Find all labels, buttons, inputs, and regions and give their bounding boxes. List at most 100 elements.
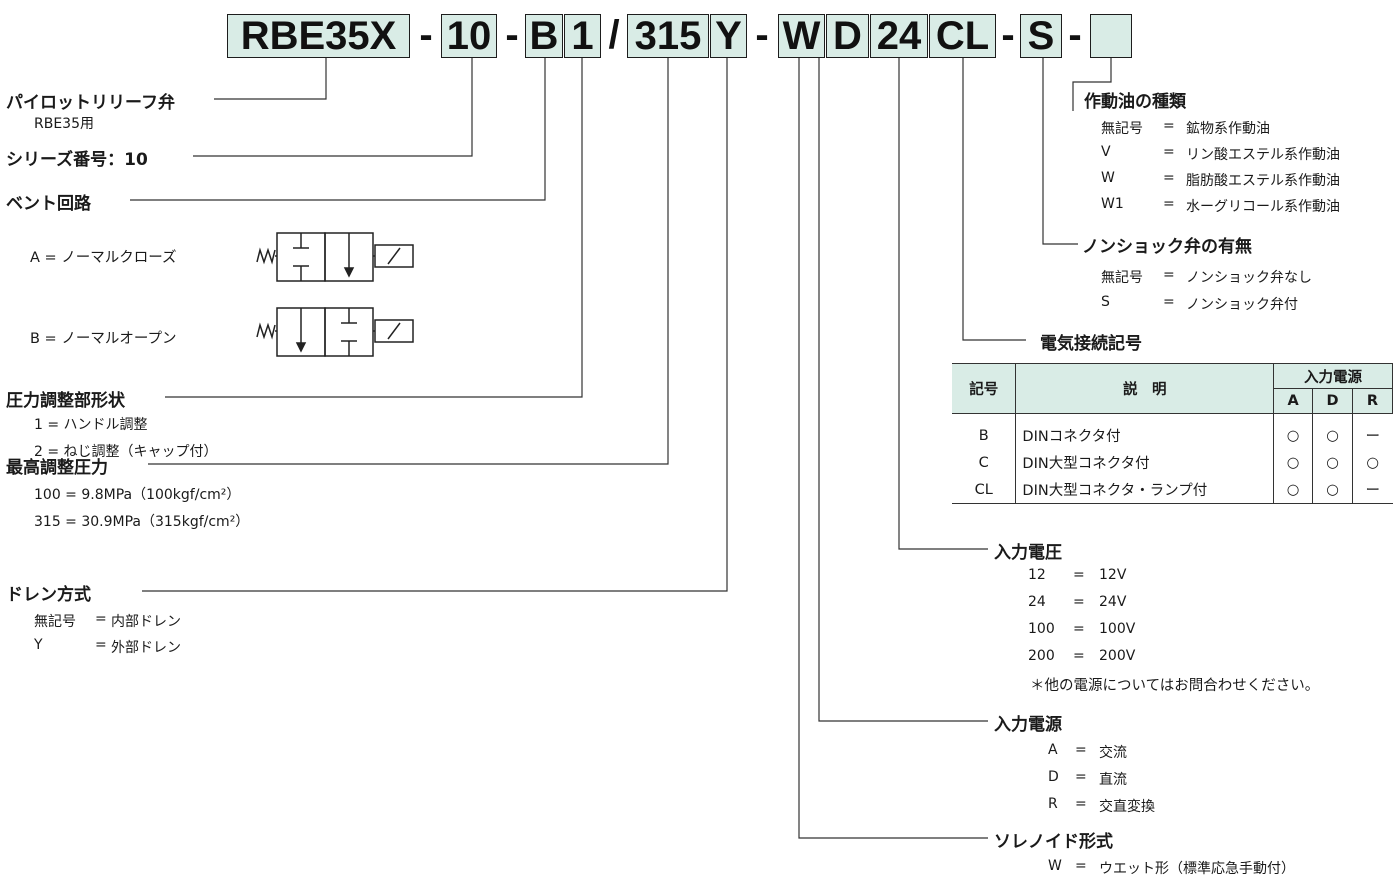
power-eq: = <box>1075 742 1087 758</box>
solenoid-eq: = <box>1075 858 1087 874</box>
electric-row-a: ○ <box>1273 422 1313 449</box>
solenoid-desc: ウエット形（標準応急手動付） <box>1099 861 1295 877</box>
oil-type-title: 作動油の種類 <box>1084 92 1186 112</box>
code-box-voltage: 24 <box>870 14 928 58</box>
voltage-eq: = <box>1073 648 1085 664</box>
leader-drain <box>142 58 728 592</box>
oil-type-eq: = <box>1163 170 1175 186</box>
max-pressure-item: 315 = 30.9MPa（315kgf/cm²） <box>34 514 250 530</box>
power-eq: = <box>1075 796 1087 812</box>
max-pressure-title: 最高調整圧力 <box>6 458 108 478</box>
power-code: R <box>1048 796 1058 812</box>
table-row: CL DIN大型コネクタ・ランプ付 ○ ○ ー <box>952 476 1393 504</box>
code-box-drain: Y <box>710 14 747 58</box>
pilot-relief-title: パイロットリリーフ弁 <box>6 93 175 113</box>
valve-symbol-normally-closed <box>256 232 414 282</box>
code-separator: - <box>1001 13 1015 57</box>
power-desc: 交流 <box>1099 745 1127 761</box>
nonshock-code: S <box>1101 294 1110 310</box>
oil-type-desc: リン酸エステル系作動油 <box>1186 147 1340 163</box>
table-row: B DINコネクタ付 ○ ○ ー <box>952 422 1393 449</box>
leader-pilot-relief <box>214 58 327 100</box>
electric-row-code: B <box>978 427 989 444</box>
leader-electric <box>962 58 1026 341</box>
electric-title: 電気接続記号 <box>1040 334 1142 354</box>
voltage-code: 24 <box>1028 594 1046 610</box>
power-code: D <box>1048 769 1059 785</box>
electric-header-desc: 説 明 <box>1015 363 1275 414</box>
code-box-series: 10 <box>441 14 497 58</box>
vent-option-b: B = ノーマルオープン <box>30 331 177 347</box>
power-title: 入力電源 <box>994 715 1062 735</box>
electric-row-d: ○ <box>1312 422 1353 449</box>
electric-header-power: 入力電源 <box>1273 363 1393 389</box>
voltage-desc: 12V <box>1099 567 1127 583</box>
max-pressure-item: 100 = 9.8MPa（100kgf/cm²） <box>34 487 241 503</box>
voltage-eq: = <box>1073 594 1085 610</box>
voltage-desc: 100V <box>1099 621 1136 637</box>
vent-title: ベント回路 <box>6 194 91 214</box>
oil-type-code: W1 <box>1101 196 1124 212</box>
drain-item-desc: 内部ドレン <box>111 614 181 630</box>
code-box-model: RBE35X <box>227 14 410 58</box>
code-separator: / <box>608 13 620 57</box>
code-box-max-pressure: 315 <box>627 14 709 58</box>
electric-row-desc: DIN大型コネクタ付 <box>1015 449 1274 476</box>
leader-oil-type <box>1072 58 1112 111</box>
voltage-code: 100 <box>1028 621 1055 637</box>
voltage-note: ＊他の電源についてはお問合わせください。 <box>1030 678 1320 694</box>
electric-header-col-d: D <box>1312 388 1353 414</box>
drain-item-code: Y <box>34 637 43 653</box>
electric-row-desc: DIN大型コネクタ・ランプ付 <box>1015 476 1274 504</box>
electric-header-col-a: A <box>1273 388 1314 414</box>
solenoid-code: W <box>1048 858 1062 874</box>
electric-table: 記号 説 明 入力電源 A D R B DINコネクタ付 ○ ○ ー C DIN… <box>952 363 1393 504</box>
leader-vent <box>130 58 546 201</box>
voltage-title: 入力電圧 <box>994 543 1062 563</box>
code-separator: - <box>755 13 769 57</box>
vent-option-a: A = ノーマルクローズ <box>30 250 177 266</box>
code-box-vent: B <box>525 14 563 58</box>
table-row: C DIN大型コネクタ付 ○ ○ ○ <box>952 449 1393 476</box>
oil-type-eq: = <box>1163 196 1175 212</box>
code-box-pressure-adjust: 1 <box>564 14 601 58</box>
pressure-adjust-item: 2 = ねじ調整（キャップ付） <box>34 444 218 460</box>
nonshock-desc: ノンショック弁なし <box>1186 270 1312 286</box>
electric-row-code: C <box>978 454 989 471</box>
oil-type-eq: = <box>1163 144 1175 160</box>
nonshock-desc: ノンショック弁付 <box>1186 297 1298 313</box>
oil-type-desc: 水ーグリコール系作動油 <box>1186 199 1340 215</box>
oil-type-code: 無記号 <box>1101 121 1143 137</box>
power-desc: 直流 <box>1099 772 1127 788</box>
leader-pressure-adjust <box>165 58 583 398</box>
nonshock-title: ノンショック弁の有無 <box>1082 237 1252 257</box>
oil-type-desc: 鉱物系作動油 <box>1186 121 1270 137</box>
code-box-electric: CL <box>929 14 996 58</box>
voltage-eq: = <box>1073 567 1085 583</box>
leader-power <box>818 58 988 722</box>
drain-item-eq: = <box>95 637 107 653</box>
oil-type-code: V <box>1101 144 1111 160</box>
pressure-adjust-title: 圧力調整部形状 <box>6 391 125 411</box>
drain-title: ドレン方式 <box>6 585 91 605</box>
leader-solenoid <box>798 58 988 839</box>
leader-series <box>193 58 473 157</box>
drain-item-eq: = <box>95 611 107 627</box>
pilot-relief-sub: RBE35用 <box>34 116 94 132</box>
electric-header-code: 記号 <box>952 363 1017 414</box>
solenoid-title: ソレノイド形式 <box>994 832 1113 852</box>
oil-type-eq: = <box>1163 118 1175 134</box>
nonshock-eq: = <box>1163 294 1175 310</box>
voltage-code: 200 <box>1028 648 1055 664</box>
nonshock-eq: = <box>1163 267 1175 283</box>
electric-row-d: ○ <box>1312 449 1353 476</box>
leader-voltage <box>898 58 988 550</box>
electric-row-d: ○ <box>1312 476 1353 504</box>
electric-row-r: ー <box>1352 422 1393 449</box>
electric-row-a: ○ <box>1273 449 1313 476</box>
voltage-desc: 200V <box>1099 648 1136 664</box>
code-separator: - <box>505 13 519 57</box>
electric-header-col-r: R <box>1352 388 1393 414</box>
drain-item-desc: 外部ドレン <box>111 640 181 656</box>
